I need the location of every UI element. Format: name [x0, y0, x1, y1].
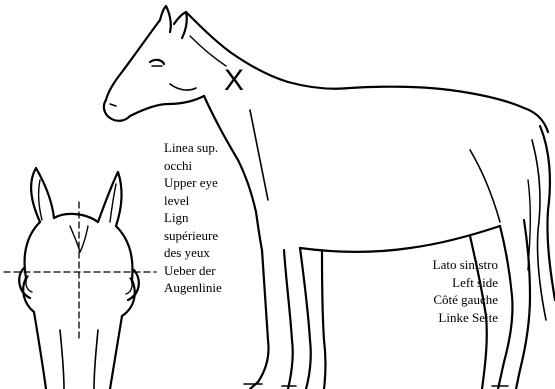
eye-level-label-line: Augenlinie: [164, 279, 256, 297]
eye-level-label-line: Ueber der: [164, 262, 256, 280]
eye-level-label-line: Linea sup.: [164, 139, 256, 157]
side-label-line: Lato sinistro: [388, 256, 498, 274]
location-marker: X: [224, 66, 244, 96]
eye-level-label-line: level: [164, 192, 256, 210]
side-label-line: Linke Seite: [388, 309, 498, 327]
side-label-line: Left side: [388, 274, 498, 292]
eye-level-label-line: supérieure: [164, 227, 256, 245]
eye-level-label: Linea sup. occhi Upper eye level Lign su…: [164, 139, 256, 297]
eye-level-label-line: Upper eye: [164, 174, 256, 192]
eye-level-label-line: occhi: [164, 157, 256, 175]
eye-level-label-line: Lign: [164, 209, 256, 227]
side-label-line: Côté gauche: [388, 291, 498, 309]
eye-level-label-line: des yeux: [164, 244, 256, 262]
side-label: Lato sinistro Left side Côté gauche Link…: [388, 256, 498, 326]
